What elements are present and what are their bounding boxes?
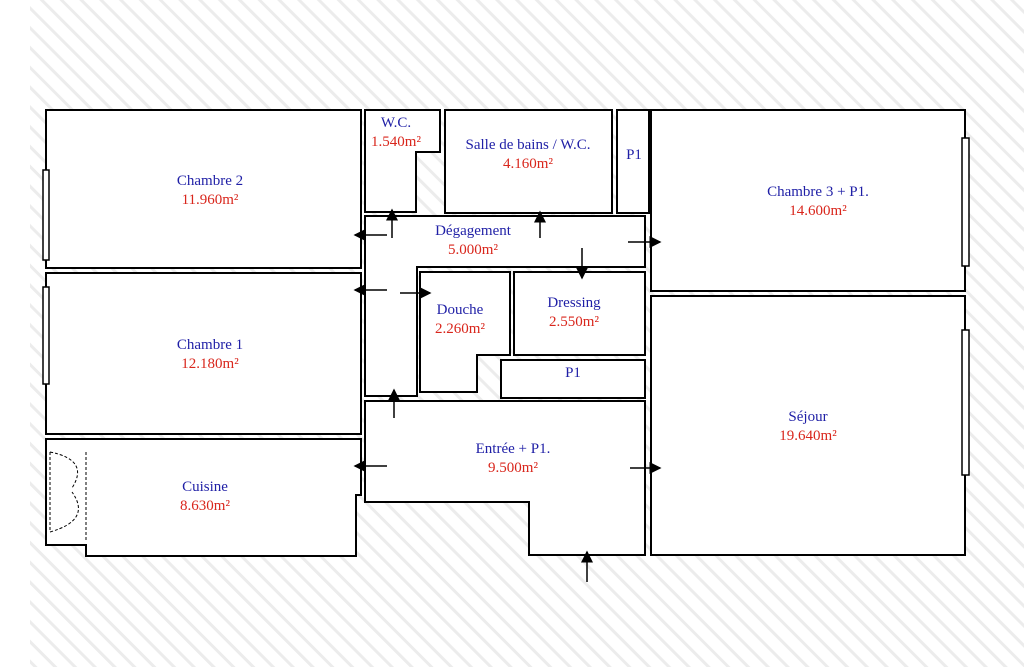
cuisine-door <box>49 451 87 540</box>
room-name: Salle de bains / W.C. <box>465 137 591 153</box>
room-area: 12.180m² <box>181 356 239 372</box>
room-name: Entrée + P1. <box>475 441 551 457</box>
label-chambre-1: Chambre 1 12.180m² <box>177 336 243 374</box>
room-salle-de-bains <box>444 109 613 214</box>
room-name: Dégagement <box>435 223 511 239</box>
window-chambre-1 <box>42 286 50 385</box>
label-sejour: Séjour 19.640m² <box>779 408 836 446</box>
room-area: 1.540m² <box>371 134 421 150</box>
window-chambre-2 <box>42 169 50 261</box>
room-area: 2.260m² <box>435 321 485 337</box>
label-chambre-3: Chambre 3 + P1. 14.600m² <box>767 183 869 221</box>
door-arrows <box>353 208 662 582</box>
room-dressing <box>513 271 646 356</box>
window-sejour <box>961 329 970 476</box>
room-name: Douche <box>436 302 484 318</box>
room-name: P1 <box>626 147 642 163</box>
room-sejour <box>650 295 966 556</box>
room-name: Chambre 1 <box>176 337 244 353</box>
room-area: 2.550m² <box>549 314 599 330</box>
label-dressing: Dressing 2.550m² <box>547 294 600 332</box>
label-placard-mid: P1 <box>565 364 581 383</box>
room-placard-top <box>616 109 650 214</box>
room-degagement <box>364 215 646 397</box>
room-name: Chambre 2 <box>176 173 244 189</box>
label-wc: W.C. 1.540m² <box>371 114 421 152</box>
room-wc <box>364 109 441 213</box>
label-douche: Douche 2.260m² <box>435 301 485 339</box>
label-entree: Entrée + P1. 9.500m² <box>476 440 551 478</box>
room-name: Chambre 3 + P1. <box>767 184 869 200</box>
room-area: 4.160m² <box>503 156 553 172</box>
room-chambre-1 <box>45 272 362 435</box>
label-cuisine: Cuisine 8.630m² <box>180 478 230 516</box>
room-area: 8.630m² <box>180 498 230 514</box>
room-name: Cuisine <box>182 479 228 495</box>
room-cuisine <box>45 438 362 557</box>
label-degagement: Dégagement 5.000m² <box>435 222 511 260</box>
label-placard-top: P1 <box>626 146 642 165</box>
room-area: 19.640m² <box>779 428 837 444</box>
room-chambre-2 <box>45 109 362 269</box>
room-name: W.C. <box>380 115 412 131</box>
room-area: 9.500m² <box>488 460 538 476</box>
window-chambre-3 <box>961 137 970 267</box>
room-douche <box>419 271 511 393</box>
label-salle-de-bains: Salle de bains / W.C. 4.160m² <box>466 136 591 174</box>
room-area: 14.600m² <box>789 203 847 219</box>
room-entree <box>364 400 646 556</box>
room-area: 11.960m² <box>181 192 239 208</box>
room-area: 5.000m² <box>448 242 498 258</box>
room-name: Dressing <box>547 295 601 311</box>
room-name: P1 <box>565 365 581 381</box>
room-name: Séjour <box>788 409 828 425</box>
room-placard-mid <box>500 359 646 399</box>
label-chambre-2: Chambre 2 11.960m² <box>177 172 243 210</box>
